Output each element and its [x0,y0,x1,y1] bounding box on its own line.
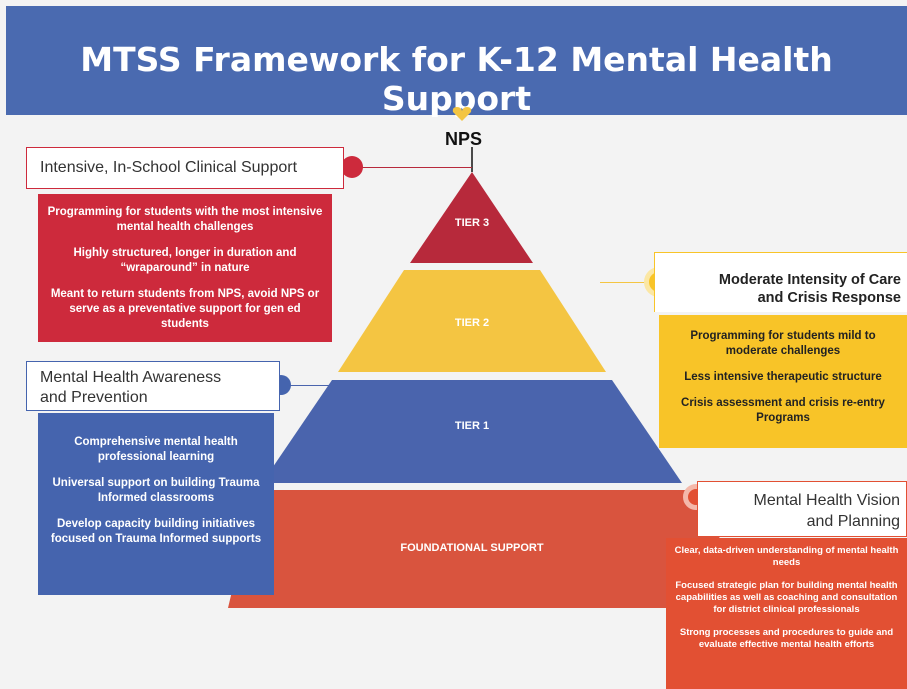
foundation-item: Strong processes and procedures to guide… [679,627,894,650]
tier3-label: TIER 3 [454,217,490,229]
tier3-dot [341,156,363,178]
foundation-item: Clear, data-driven understanding of ment… [674,545,899,568]
foundation-title-line1: Mental Health Vision [753,492,900,509]
tier3-item: Meant to return students from NPS, avoid… [50,288,320,330]
tier1-title-line2: and Prevention [40,389,148,406]
foundation-title-line2: and Planning [806,513,900,530]
tier2-item: Crisis assessment and crisis re-entry Pr… [681,397,885,424]
tier1-connector [288,385,368,386]
tier2-item: Programming for students mild to moderat… [690,330,876,357]
foundation-shape [228,490,766,608]
tier2-panel: Programming for students mild to moderat… [659,315,907,448]
foundation-panel: Clear, data-driven understanding of ment… [666,538,907,689]
tier2-label: TIER 2 [454,317,490,329]
page-title: MTSS Framework for K-12 Mental Health Su… [80,40,833,118]
tier3-item: Programming for students with the most i… [47,206,323,233]
tier2-callout-title: Moderate Intensity of Care and Crisis Re… [654,252,907,312]
tier3-panel: Programming for students with the most i… [38,194,332,342]
tier2-connector [600,282,652,283]
tier3-item: Highly structured, longer in duration an… [73,247,297,274]
tier2-title-line2: and Crisis Response [757,290,901,306]
header-banner: MTSS Framework for K-12 Mental Health Su… [6,6,907,118]
tier2-title-line1: Moderate Intensity of Care [718,272,901,288]
tier1-label: TIER 1 [454,420,490,432]
tier1-item: Universal support on building Trauma Inf… [52,477,260,504]
foundation-connector [650,496,695,497]
tier1-callout-title: Mental Health Awareness and Prevention [26,361,280,411]
tier1-item: Comprehensive mental health professional… [74,436,238,463]
tier1-panel: Comprehensive mental health professional… [38,413,274,595]
tier2-item: Less intensive therapeutic structure [684,371,882,383]
heart-icon [452,107,472,121]
foundation-item: Focused strategic plan for building ment… [675,580,898,615]
tier3-shape [410,172,533,263]
tier1-item: Develop capacity building initiatives fo… [50,518,262,545]
tier3-callout-title: Intensive, In-School Clinical Support [26,147,344,189]
foundation-callout-title: Mental Health Vision and Planning [697,481,907,537]
tier1-title-line1: Mental Health Awareness [40,369,222,386]
foundation-label: FOUNDATIONAL SUPPORT [400,542,544,554]
tier1-shape [262,380,682,483]
apex-label: NPS [445,129,483,149]
tier3-connector [360,167,472,168]
tier2-shape [338,270,606,372]
